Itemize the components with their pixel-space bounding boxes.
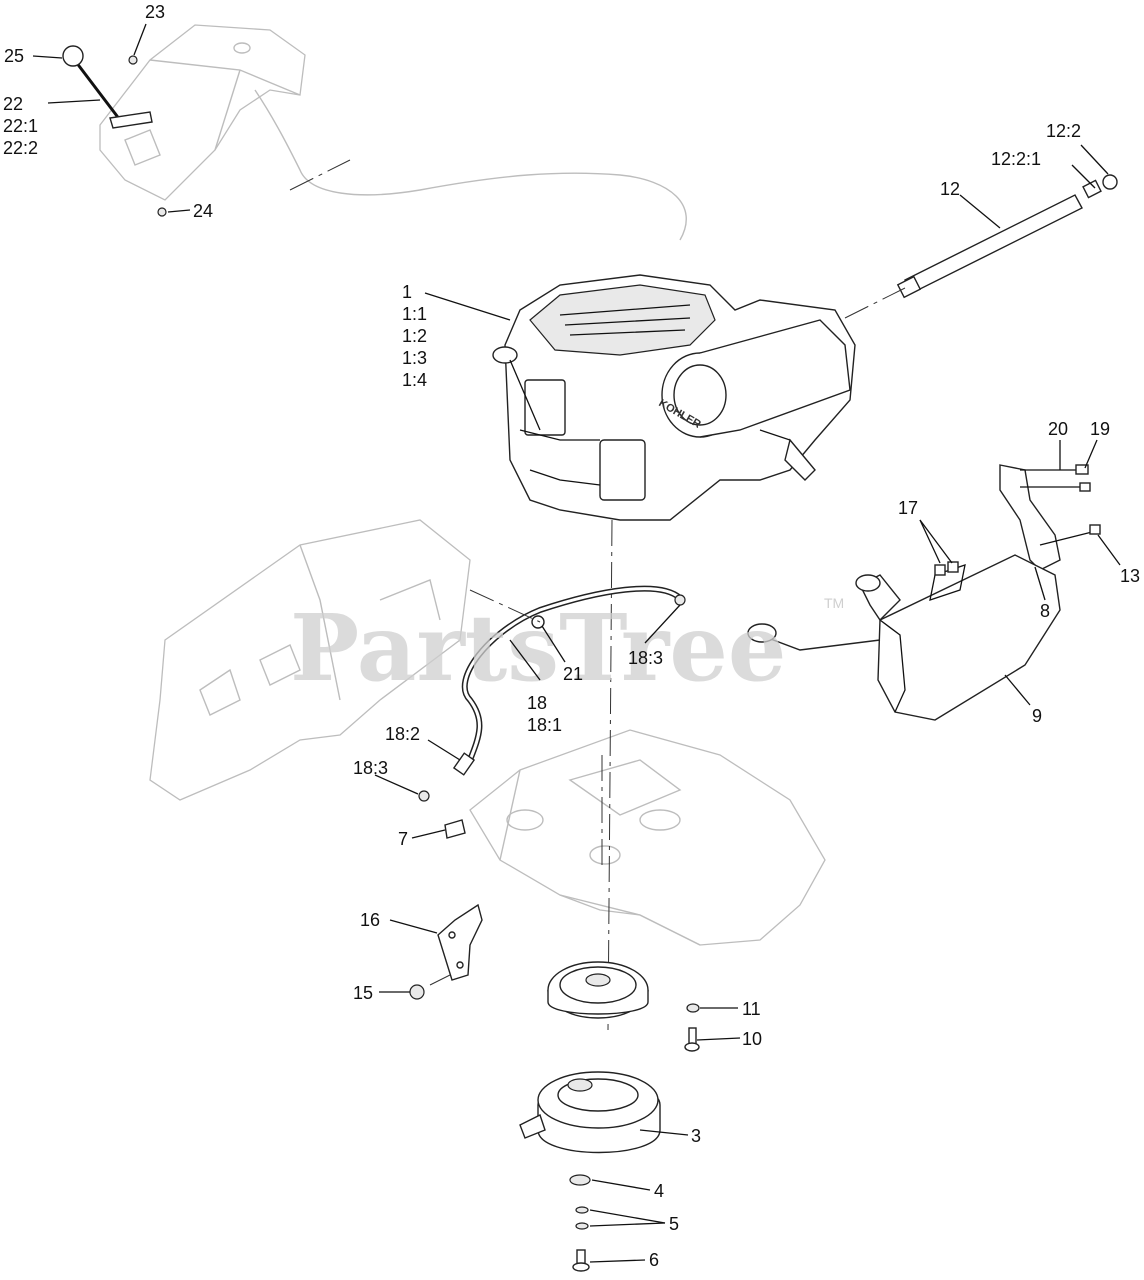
- callout-5: 5: [669, 1214, 679, 1234]
- leader-lines: [32, 23, 1121, 1263]
- electric-clutch: [519, 1071, 661, 1154]
- callout-7: 7: [398, 829, 408, 849]
- stud-7: [444, 819, 466, 839]
- callout-16: 16: [360, 910, 380, 930]
- muffler: [747, 554, 1061, 721]
- callout-19: 19: [1090, 419, 1110, 439]
- throttle-bracket: [99, 24, 687, 241]
- callout-1-2: 1:2: [402, 326, 427, 346]
- callout-18-3-right: 18:3: [628, 648, 663, 668]
- engine-pulley: [547, 961, 649, 1019]
- frame-side-panel: [149, 519, 471, 801]
- callout-24: 24: [193, 201, 213, 221]
- callout-11: 11: [742, 999, 761, 1019]
- callout-17: 17: [898, 498, 918, 518]
- callout-18: 18: [527, 693, 547, 713]
- clutch-bracket: [429, 903, 483, 986]
- callout-22-1: 22:1: [3, 116, 38, 136]
- callout-12: 12: [940, 179, 960, 199]
- callout-labels: 25 22 22:1 22:2 23 24 1 1:1 1:2 1:3 1:4 …: [3, 2, 1140, 1270]
- bolt-10: [684, 1027, 700, 1052]
- callout-20: 20: [1048, 419, 1068, 439]
- callout-4: 4: [654, 1181, 664, 1201]
- muffler-bracket: [999, 464, 1101, 571]
- washer-5b: [575, 1222, 589, 1230]
- nut-24: [157, 207, 167, 217]
- callout-25: 25: [4, 46, 24, 66]
- callout-1-1: 1:1: [402, 304, 427, 324]
- callout-3: 3: [691, 1126, 701, 1146]
- callout-9: 9: [1032, 706, 1042, 726]
- washer-11: [686, 1003, 700, 1013]
- extension-shaft: [844, 174, 1118, 319]
- throttle-lever: [71, 57, 153, 129]
- engine-deck-plate: [469, 729, 826, 946]
- callout-13: 13: [1120, 566, 1140, 586]
- callout-18-1: 18:1: [527, 715, 562, 735]
- callout-18-3-left: 18:3: [353, 758, 388, 778]
- muffler-bolts: [934, 464, 1101, 576]
- callout-23: 23: [145, 2, 165, 22]
- callout-12-2: 12:2: [1046, 121, 1081, 141]
- washer-4: [569, 1174, 591, 1186]
- watermark-trademark: TM: [824, 595, 844, 611]
- engine: [492, 274, 856, 1031]
- callout-6: 6: [649, 1250, 659, 1270]
- washer-5a: [575, 1206, 589, 1214]
- callout-1-4: 1:4: [402, 370, 427, 390]
- callout-15: 15: [353, 983, 373, 1003]
- callout-1: 1: [402, 282, 412, 302]
- callout-10: 10: [742, 1029, 762, 1049]
- callout-8: 8: [1040, 601, 1050, 621]
- screw-23: [128, 55, 138, 65]
- callout-18-2: 18:2: [385, 724, 420, 744]
- flange-nut: [409, 984, 425, 1000]
- pulley-bolt: [572, 1249, 590, 1272]
- throttle-knob: [62, 45, 84, 67]
- callout-22: 22: [3, 94, 23, 114]
- watermark-text: PartsTree: [290, 594, 786, 702]
- callout-12-2-1: 12:2:1: [991, 149, 1041, 169]
- fuel-line: [418, 585, 686, 802]
- callout-1-3: 1:3: [402, 348, 427, 368]
- callout-22-2: 22:2: [3, 138, 38, 158]
- callout-21: 21: [563, 664, 583, 684]
